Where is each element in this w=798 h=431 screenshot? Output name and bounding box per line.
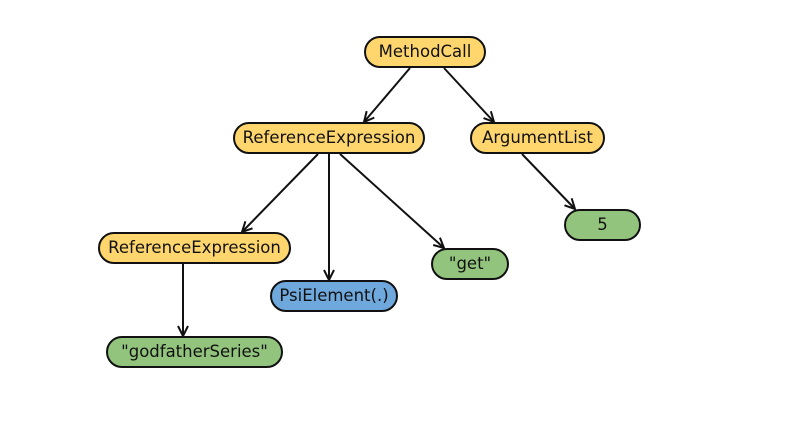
edge-method-call-to-reference-expression-outer: [364, 67, 411, 122]
node-number-5: 5: [564, 209, 641, 241]
node-get-literal: "get": [431, 248, 509, 280]
node-reference-expression-outer: ReferenceExpression: [233, 122, 425, 154]
node-psi-element: PsiElement(.): [270, 280, 398, 312]
node-argument-list: ArgumentList: [470, 122, 605, 154]
edge-reference-expression-outer-to-reference-expression-inner: [242, 153, 319, 232]
edge-reference-expression-outer-to-get-literal: [339, 153, 444, 248]
edge-argument-list-to-number-5: [521, 153, 575, 209]
node-godfather-series-literal: "godfatherSeries": [106, 336, 283, 368]
node-reference-expression-inner: ReferenceExpression: [98, 232, 291, 264]
edge-method-call-to-argument-list: [443, 67, 494, 122]
node-method-call: MethodCall: [364, 36, 486, 68]
